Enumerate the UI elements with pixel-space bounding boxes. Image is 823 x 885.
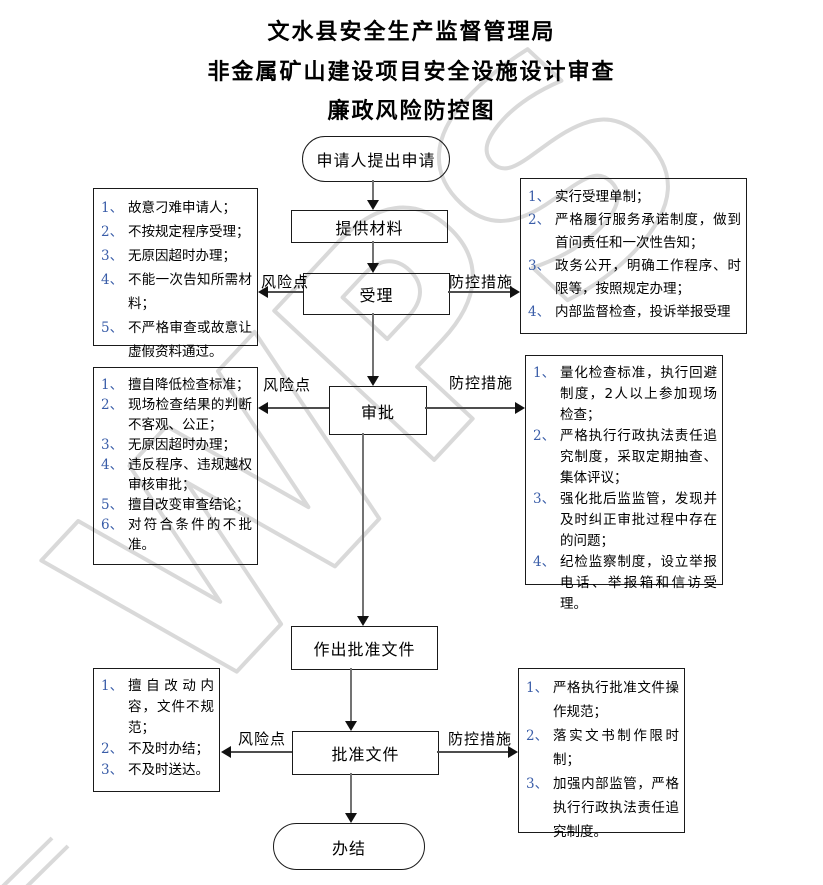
accept-risks-box: 1、故意刁难申请人；2、不按规定程序受理；3、无原因超时办理；4、不能一次告知所… xyxy=(93,188,258,360)
control-measures-label-accept: 防控措施 xyxy=(449,273,514,291)
list-item-text: 无原因超时办理； xyxy=(128,437,236,453)
list-item: 5、擅自改变审查结论； xyxy=(101,495,252,515)
list-item-text: 落实文书制作限时制； xyxy=(553,728,679,768)
list-item-text: 不及时送达。 xyxy=(128,762,209,778)
list-item: 4、不能一次告知所需材料； xyxy=(101,268,252,316)
list-item: 4、纪检监察制度，设立举报电话、举报箱和信访受理。 xyxy=(533,552,717,615)
list-item-number: 1、 xyxy=(526,680,549,696)
approve-measures-box: 1、量化检查标准，执行回避制度，2人以上参加现场检查；2、严格执行行政执法责任追… xyxy=(525,355,723,612)
list-item-number: 3、 xyxy=(101,248,124,264)
list-item-text: 量化检查标准，执行回避制度，2人以上参加现场检查； xyxy=(560,365,717,423)
list-item-text: 不能一次告知所需材料； xyxy=(128,272,252,312)
list-item-text: 不严格审查或故意让虚假资料通过。 xyxy=(128,320,252,360)
list-item-text: 政务公开，明确工作程序、时限等，按照规定办理； xyxy=(555,258,741,297)
list-item: 3、加强内部监管，严格执行行政执法责任追究制度。 xyxy=(526,772,679,844)
list-item: 5、不严格审查或故意让虚假资料通过。 xyxy=(101,316,252,364)
list-item: 4、内部监督检查，投诉举报受理 xyxy=(528,301,741,324)
list-item: 3、不及时送达。 xyxy=(101,760,214,781)
doc-risks-box: 1、擅自改动内容，文件不规范；2、不及时办结；3、不及时送达。 xyxy=(93,668,220,792)
list-item: 3、无原因超时办理； xyxy=(101,244,252,268)
list-item-number: 4、 xyxy=(101,272,124,288)
list-item-number: 1、 xyxy=(533,365,556,381)
list-item-number: 3、 xyxy=(526,776,549,792)
list-item: 3、政务公开，明确工作程序、时限等，按照规定办理； xyxy=(528,255,741,301)
list-item-number: 2、 xyxy=(101,397,124,413)
page-title-line2: 非金属矿山建设项目安全设施设计审查 xyxy=(207,60,616,85)
list-item-number: 2、 xyxy=(528,212,551,228)
list-item-number: 4、 xyxy=(533,554,556,570)
list-item: 4、违反程序、违规越权审核审批； xyxy=(101,455,252,495)
list-item-number: 4、 xyxy=(528,304,551,320)
flow-node-approval-doc: 批准文件 xyxy=(292,731,439,775)
doc-measures-box: 1、严格执行批准文件操作规范；2、落实文书制作限时制；3、加强内部监管，严格执行… xyxy=(518,668,685,840)
list-item-number: 1、 xyxy=(101,678,124,694)
control-measures-label-doc: 防控措施 xyxy=(448,730,513,748)
flow-node-approve: 审批 xyxy=(329,386,427,435)
list-item-text: 实行受理单制； xyxy=(555,189,650,205)
list-item: 2、落实文书制作限时制； xyxy=(526,724,679,772)
list-item: 1、擅自降低检查标准； xyxy=(101,375,252,395)
list-item-text: 严格履行服务承诺制度，做到首问责任和一次性告知； xyxy=(555,212,741,251)
list-item-number: 2、 xyxy=(101,224,124,240)
flow-node-provide-materials: 提供材料 xyxy=(291,210,448,243)
list-item-text: 严格执行行政执法责任追究制度，采取定期抽查、集体评议； xyxy=(560,428,717,486)
flow-node-finish: 办结 xyxy=(273,823,425,870)
flow-node-make-approval-doc: 作出批准文件 xyxy=(291,626,438,670)
accept-measures-box: 1、实行受理单制；2、严格履行服务承诺制度，做到首问责任和一次性告知；3、政务公… xyxy=(520,178,747,334)
list-item-number: 4、 xyxy=(101,457,124,473)
list-item-text: 对符合条件的不批准。 xyxy=(128,517,252,553)
risk-point-label-approve: 风险点 xyxy=(263,376,312,394)
list-item-text: 故意刁难申请人； xyxy=(128,200,236,216)
list-item: 3、强化批后监监管，发现并及时纠正审批过程中存在的问题； xyxy=(533,489,717,552)
list-item-number: 5、 xyxy=(101,497,124,513)
list-item-number: 1、 xyxy=(528,189,551,205)
list-item-number: 1、 xyxy=(101,377,124,393)
list-item-number: 2、 xyxy=(526,728,549,744)
list-item: 2、不及时办结； xyxy=(101,739,214,760)
list-item: 1、量化检查标准，执行回避制度，2人以上参加现场检查； xyxy=(533,363,717,426)
risk-point-label-accept: 风险点 xyxy=(261,273,310,291)
list-item-number: 2、 xyxy=(101,741,124,757)
page-title-line3: 廉政风险防控图 xyxy=(327,99,496,124)
list-item: 2、不按规定程序受理； xyxy=(101,220,252,244)
list-item-text: 无原因超时办理； xyxy=(128,248,236,264)
list-item: 1、擅自改动内容，文件不规范； xyxy=(101,676,214,739)
list-item-text: 违反程序、违规越权审核审批； xyxy=(128,457,252,493)
list-item-text: 强化批后监监管，发现并及时纠正审批过程中存在的问题； xyxy=(560,491,717,549)
list-item: 2、严格履行服务承诺制度，做到首问责任和一次性告知； xyxy=(528,209,741,255)
control-measures-label-approve: 防控措施 xyxy=(449,374,514,392)
list-item: 3、无原因超时办理； xyxy=(101,435,252,455)
list-item-number: 5、 xyxy=(101,320,124,336)
list-item-text: 擅自降低检查标准； xyxy=(128,377,250,393)
list-item: 6、对符合条件的不批准。 xyxy=(101,515,252,555)
list-item-number: 3、 xyxy=(528,258,551,274)
list-item: 2、现场检查结果的判断不客观、公正； xyxy=(101,395,252,435)
watermark-corner-mark xyxy=(1,836,70,885)
list-item-text: 不按规定程序受理； xyxy=(128,224,250,240)
list-item-text: 擅自改动内容，文件不规范； xyxy=(128,678,214,736)
list-item-number: 6、 xyxy=(101,517,124,533)
list-item-number: 3、 xyxy=(101,437,124,453)
list-item: 1、严格执行批准文件操作规范； xyxy=(526,676,679,724)
risk-point-label-doc: 风险点 xyxy=(238,730,287,748)
flow-node-start: 申请人提出申请 xyxy=(302,136,450,182)
list-item-number: 3、 xyxy=(101,762,124,778)
list-item-text: 严格执行批准文件操作规范； xyxy=(553,680,679,720)
list-item-text: 内部监督检查，投诉举报受理 xyxy=(555,304,731,320)
list-item: 1、故意刁难申请人； xyxy=(101,196,252,220)
page-title-line1: 文水县安全生产监督管理局 xyxy=(267,20,556,45)
flow-node-accept: 受理 xyxy=(303,273,450,315)
list-item-text: 现场检查结果的判断不客观、公正； xyxy=(128,397,252,433)
list-item: 1、实行受理单制； xyxy=(528,186,741,209)
list-item-text: 擅自改变审查结论； xyxy=(128,497,250,513)
list-item: 2、严格执行行政执法责任追究制度，采取定期抽查、集体评议； xyxy=(533,426,717,489)
list-item-number: 3、 xyxy=(533,491,556,507)
list-item-text: 不及时办结； xyxy=(128,741,209,757)
approve-risks-box: 1、擅自降低检查标准；2、现场检查结果的判断不客观、公正；3、无原因超时办理；4… xyxy=(93,367,258,565)
list-item-text: 纪检监察制度，设立举报电话、举报箱和信访受理。 xyxy=(560,554,717,612)
list-item-number: 2、 xyxy=(533,428,556,444)
list-item-text: 加强内部监管，严格执行行政执法责任追究制度。 xyxy=(553,776,679,840)
list-item-number: 1、 xyxy=(101,200,124,216)
